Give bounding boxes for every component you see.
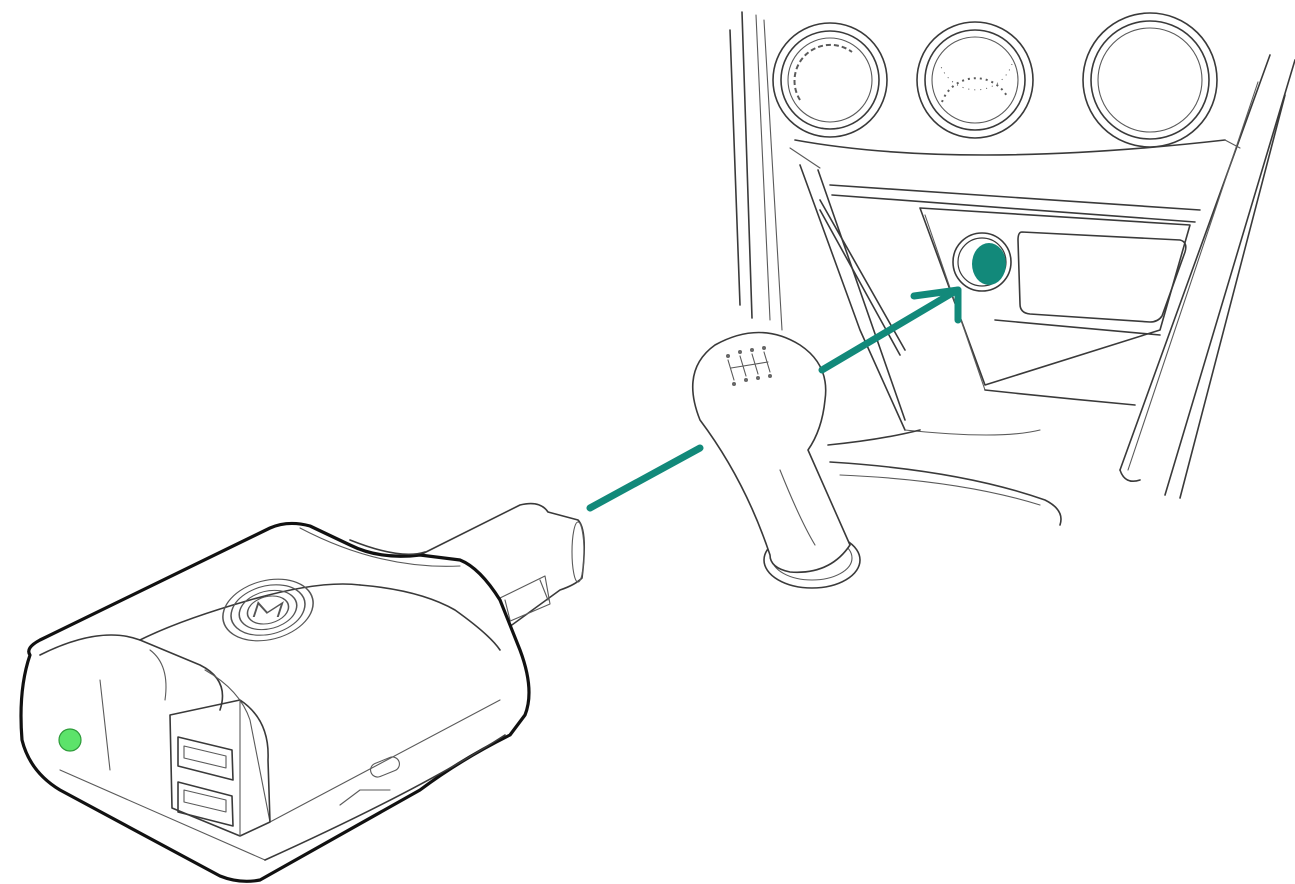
dashboard-console	[730, 12, 1295, 525]
car-charger-icon	[21, 504, 584, 882]
cigarette-lighter-socket-icon	[953, 233, 1011, 291]
air-vent-left	[773, 23, 887, 137]
gear-shift-knob-icon	[693, 333, 860, 589]
air-vent-right	[1083, 13, 1217, 147]
air-vent-center	[917, 22, 1033, 138]
status-led-icon	[59, 729, 81, 751]
